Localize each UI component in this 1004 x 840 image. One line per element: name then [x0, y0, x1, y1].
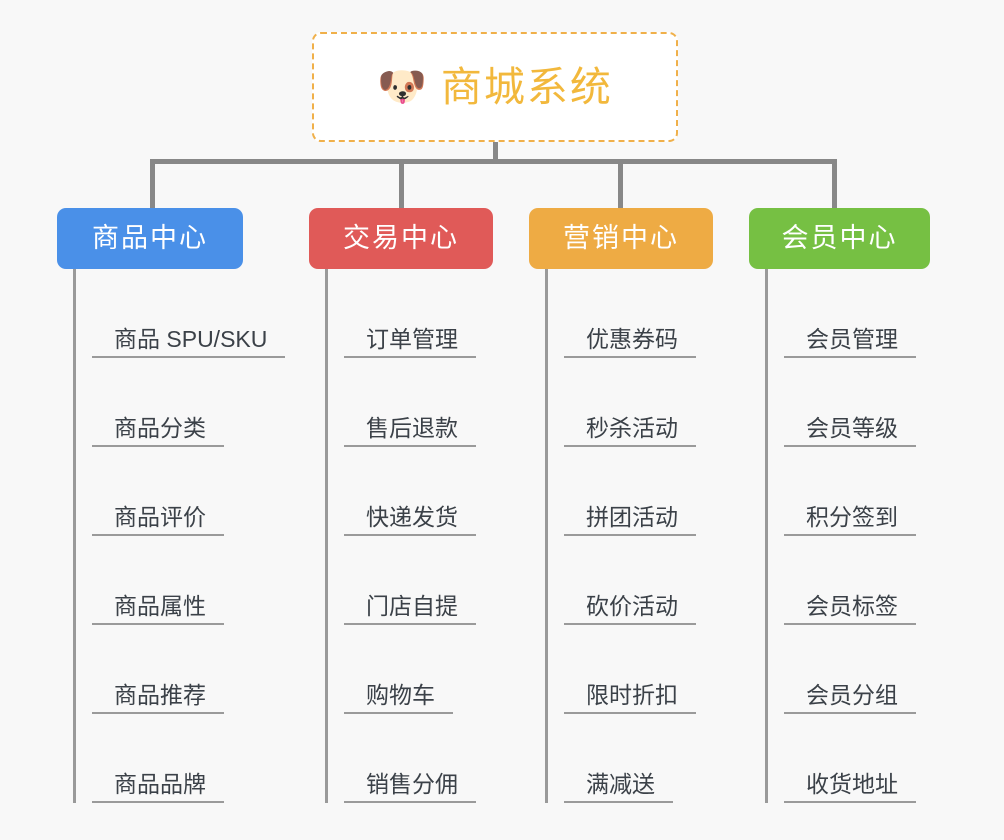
leaf-item[interactable]: 销售分佣: [344, 714, 493, 803]
leaf-item-label: 订单管理: [366, 325, 458, 352]
leaf-item-underline: 优惠券码: [564, 326, 696, 358]
leaf-item-underline: 商品分类: [92, 415, 224, 447]
leaf-item-label: 优惠券码: [586, 325, 678, 352]
category-header-product-center[interactable]: 商品中心: [57, 208, 243, 269]
leaf-item[interactable]: 限时折扣: [564, 625, 713, 714]
dog-face-icon: 🐶: [377, 65, 427, 109]
leaf-item[interactable]: 满减送: [564, 714, 713, 803]
connector-drop-4: [832, 159, 837, 209]
leaf-item-label: 商品 SPU/SKU: [114, 325, 268, 352]
root-node-title: 商城系统: [440, 63, 613, 110]
leaf-item[interactable]: 砍价活动: [564, 536, 713, 625]
category-column-trade-center: 交易中心订单管理售后退款快递发货门店自提购物车销售分佣: [309, 208, 493, 803]
connector-drop-3: [618, 159, 623, 209]
leaf-item-label: 商品属性: [114, 592, 206, 619]
leaf-item-label: 商品推荐: [114, 681, 206, 708]
leaf-item[interactable]: 会员分组: [784, 625, 930, 714]
category-label: 营销中心: [563, 223, 679, 253]
leaf-item-underline: 商品品牌: [92, 771, 224, 803]
leaf-item-underline: 商品评价: [92, 504, 224, 536]
connector-drop-1: [150, 159, 155, 209]
category-header-marketing-center[interactable]: 营销中心: [529, 208, 713, 269]
category-column-marketing-center: 营销中心优惠券码秒杀活动拼团活动砍价活动限时折扣满减送: [529, 208, 713, 803]
category-column-product-center: 商品中心商品 SPU/SKU 商品分类商品评价商品属性商品推荐商品品牌: [57, 208, 286, 803]
leaf-item-label: 购物车: [366, 681, 435, 708]
connector-drop-2: [399, 159, 404, 209]
leaf-item-underline: 商品属性: [92, 593, 224, 625]
leaf-item-underline: 门店自提: [344, 593, 476, 625]
leaf-item[interactable]: 会员标签: [784, 536, 930, 625]
leaf-item-label: 门店自提: [366, 592, 458, 619]
leaf-item[interactable]: 门店自提: [344, 536, 493, 625]
leaf-item[interactable]: 商品属性: [92, 536, 243, 625]
leaf-item[interactable]: 商品评价: [92, 447, 243, 536]
leaf-item-underline: 快递发货: [344, 504, 476, 536]
leaf-item[interactable]: 会员管理: [784, 269, 930, 358]
leaf-item-label: 会员标签: [806, 592, 898, 619]
category-label: 会员中心: [781, 223, 898, 253]
leaf-item-label: 收货地址: [806, 770, 898, 797]
leaf-item[interactable]: 商品品牌: [92, 714, 243, 803]
leaf-item[interactable]: 拼团活动: [564, 447, 713, 536]
leaf-item-label: 商品评价: [114, 503, 206, 530]
leaf-item-underline: 砍价活动: [564, 593, 696, 625]
leaf-list: 会员管理会员等级积分签到会员标签会员分组收货地址: [765, 269, 930, 803]
leaf-item[interactable]: 商品推荐: [92, 625, 243, 714]
connector-root-stem: [493, 142, 498, 164]
leaf-item-label: 满减送: [586, 770, 655, 797]
leaf-item-label: 售后退款: [366, 414, 458, 441]
leaf-item-label: 拼团活动: [586, 503, 678, 530]
category-header-member-center[interactable]: 会员中心: [749, 208, 930, 269]
category-column-member-center: 会员中心会员管理会员等级积分签到会员标签会员分组收货地址: [749, 208, 930, 803]
leaf-item[interactable]: 订单管理: [344, 269, 493, 358]
leaf-item[interactable]: 优惠券码: [564, 269, 713, 358]
leaf-item-underline: 会员分组: [784, 682, 916, 714]
leaf-item-underline: 售后退款: [344, 415, 476, 447]
leaf-item[interactable]: 商品 SPU/SKU: [92, 269, 286, 358]
leaf-item-label: 限时折扣: [586, 681, 678, 708]
category-label: 商品中心: [92, 223, 208, 253]
leaf-item[interactable]: 积分签到: [784, 447, 930, 536]
leaf-list: 优惠券码秒杀活动拼团活动砍价活动限时折扣满减送: [545, 269, 713, 803]
leaf-item-underline: 秒杀活动: [564, 415, 696, 447]
leaf-item-underline: 限时折扣: [564, 682, 696, 714]
leaf-item-label: 快递发货: [366, 503, 458, 530]
leaf-item-underline: 满减送: [564, 771, 673, 803]
leaf-item[interactable]: 售后退款: [344, 358, 493, 447]
leaf-item[interactable]: 购物车: [344, 625, 493, 714]
leaf-item-underline: 订单管理: [344, 326, 476, 358]
leaf-item-underline: 积分签到: [784, 504, 916, 536]
leaf-item-label: 商品品牌: [114, 770, 206, 797]
leaf-item-label: 销售分佣: [366, 770, 458, 797]
leaf-item-label: 积分签到: [806, 503, 898, 530]
connector-horizontal-bar: [150, 159, 837, 164]
leaf-item-label: 砍价活动: [586, 592, 678, 619]
root-node-shop-system[interactable]: 🐶 商城系统: [312, 32, 678, 142]
leaf-item[interactable]: 商品分类: [92, 358, 243, 447]
leaf-item-underline: 会员管理: [784, 326, 916, 358]
leaf-item[interactable]: 收货地址: [784, 714, 930, 803]
leaf-item-label: 秒杀活动: [586, 414, 678, 441]
category-header-trade-center[interactable]: 交易中心: [309, 208, 493, 269]
leaf-item[interactable]: 会员等级: [784, 358, 930, 447]
leaf-list: 商品 SPU/SKU 商品分类商品评价商品属性商品推荐商品品牌: [73, 269, 286, 803]
leaf-item-underline: 收货地址: [784, 771, 916, 803]
leaf-item-underline: 商品 SPU/SKU: [92, 325, 286, 358]
leaf-list: 订单管理售后退款快递发货门店自提购物车销售分佣: [325, 269, 493, 803]
leaf-item-label: 会员分组: [806, 681, 898, 708]
leaf-item[interactable]: 快递发货: [344, 447, 493, 536]
leaf-item[interactable]: 秒杀活动: [564, 358, 713, 447]
leaf-item-underline: 商品推荐: [92, 682, 224, 714]
leaf-item-label: 会员管理: [806, 325, 898, 352]
leaf-item-underline: 拼团活动: [564, 504, 696, 536]
leaf-item-underline: 购物车: [344, 682, 453, 714]
leaf-item-label: 会员等级: [806, 414, 898, 441]
leaf-item-underline: 会员标签: [784, 593, 916, 625]
leaf-item-underline: 销售分佣: [344, 771, 476, 803]
leaf-item-label: 商品分类: [114, 414, 206, 441]
category-label: 交易中心: [343, 223, 459, 253]
leaf-item-underline: 会员等级: [784, 415, 916, 447]
